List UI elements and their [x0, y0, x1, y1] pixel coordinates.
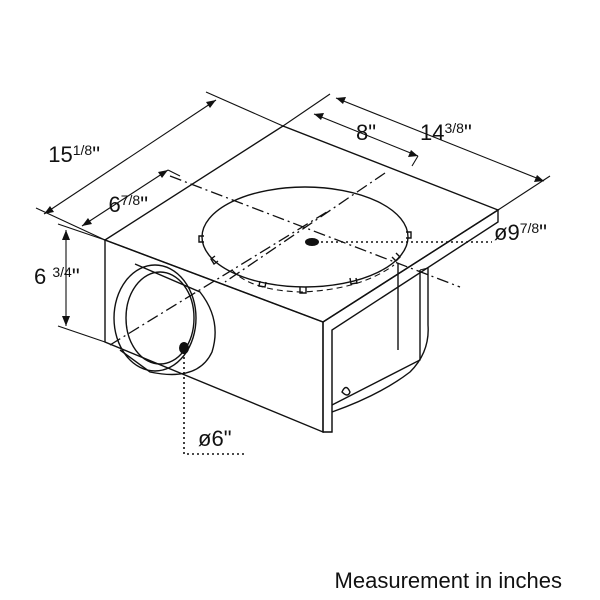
opening-tab [198, 235, 204, 243]
extension-line [205, 91, 284, 127]
arrowhead [62, 230, 70, 240]
arrowhead [206, 100, 216, 108]
opening-tab [391, 252, 401, 262]
centerline-depth [169, 175, 461, 288]
dim-top-opening-whole: 9 [507, 220, 519, 245]
top-opening [198, 186, 412, 294]
dim-label-depth-total: 151/8" [48, 142, 100, 167]
outlet-center [179, 342, 189, 354]
housing-side-face [322, 208, 499, 433]
dim-width-offset-unit: " [368, 120, 376, 145]
dim-depth-total-unit: " [92, 142, 100, 167]
centerline-outlet [109, 209, 331, 346]
dim-label-top-opening: ø97/8" [494, 220, 547, 245]
dim-label-width-total: 143/8" [420, 120, 472, 145]
arrowhead [44, 206, 54, 214]
dim-top-opening-fraction: 7/8 [520, 220, 540, 236]
bottom-housing [331, 263, 429, 413]
arrowhead [534, 175, 544, 182]
extension-line [57, 325, 106, 343]
outlet-rim-inner [125, 271, 195, 365]
opening-tab [210, 255, 219, 266]
dim-width-offset-whole: 8 [356, 120, 368, 145]
dim-outlet-offset-whole: 6 [108, 192, 120, 217]
outlet-collar [119, 263, 216, 376]
dim-label-outlet-offset: 67/8" [108, 192, 148, 217]
top-opening-circle [201, 186, 409, 288]
mounting-tab [341, 386, 351, 396]
dim-outlet-offset-unit: " [140, 192, 148, 217]
top-opening-center [305, 238, 319, 246]
caption: Measurement in inches [335, 568, 562, 593]
arrowhead [62, 316, 70, 326]
extension-line [497, 175, 551, 211]
dimension-width-offset [313, 113, 419, 167]
bottom-housing-edge [419, 267, 429, 271]
opening-tab [349, 277, 358, 285]
dim-outlet-offset-fraction: 7/8 [121, 192, 141, 208]
outlet-duct [113, 263, 216, 376]
dim-top-opening-unit: " [539, 220, 547, 245]
outlet-rim-outer [113, 264, 197, 372]
arrowhead [158, 170, 168, 178]
dim-width-total-unit: " [464, 120, 472, 145]
extension-line [57, 223, 106, 241]
dim-label-width-offset: 8" [356, 120, 376, 145]
opening-tab [258, 280, 267, 288]
dim-outlet-prefix: ø [198, 426, 211, 451]
arrowhead [314, 113, 324, 120]
dim-height-fraction: 3/4 [52, 264, 72, 280]
top-opening-hidden-edge [231, 264, 395, 293]
arrowhead [336, 97, 346, 104]
dimension-line [43, 99, 217, 215]
extension-line [282, 93, 331, 127]
dimension-line [313, 113, 419, 157]
opening-tab [406, 231, 412, 239]
dimension-depth-total [35, 91, 284, 241]
housing-front-face [104, 238, 324, 434]
centerline-width [224, 172, 386, 283]
dim-outlet-whole: 6 [211, 426, 223, 451]
opening-tab [299, 287, 307, 294]
dimension-outlet-offset [81, 169, 181, 227]
bottom-housing-edge [331, 270, 421, 406]
dim-depth-total-whole: 15 [48, 142, 72, 167]
dim-height-whole: 6 [34, 264, 52, 289]
dim-label-outlet: ø6" [198, 426, 232, 451]
bottom-curve [331, 268, 429, 413]
arrowhead [82, 218, 92, 226]
dim-label-height: 6 3/4" [34, 264, 80, 289]
dimension-line [81, 169, 169, 227]
dim-top-opening-prefix: ø [494, 220, 507, 245]
dimension-width-total [282, 93, 551, 211]
dim-width-total-fraction: 3/8 [444, 120, 464, 136]
extension-line [167, 169, 181, 177]
dimension-line [335, 97, 545, 182]
extension-line [411, 155, 419, 167]
dimension-height [57, 223, 106, 343]
extension-line [35, 207, 106, 241]
dim-height-unit: " [72, 264, 80, 289]
dim-depth-total-fraction: 1/8 [73, 142, 93, 158]
dim-outlet-unit: " [224, 426, 232, 451]
leader-outlet [183, 352, 244, 455]
dim-width-total-whole: 14 [420, 120, 444, 145]
arrowhead [408, 150, 418, 157]
